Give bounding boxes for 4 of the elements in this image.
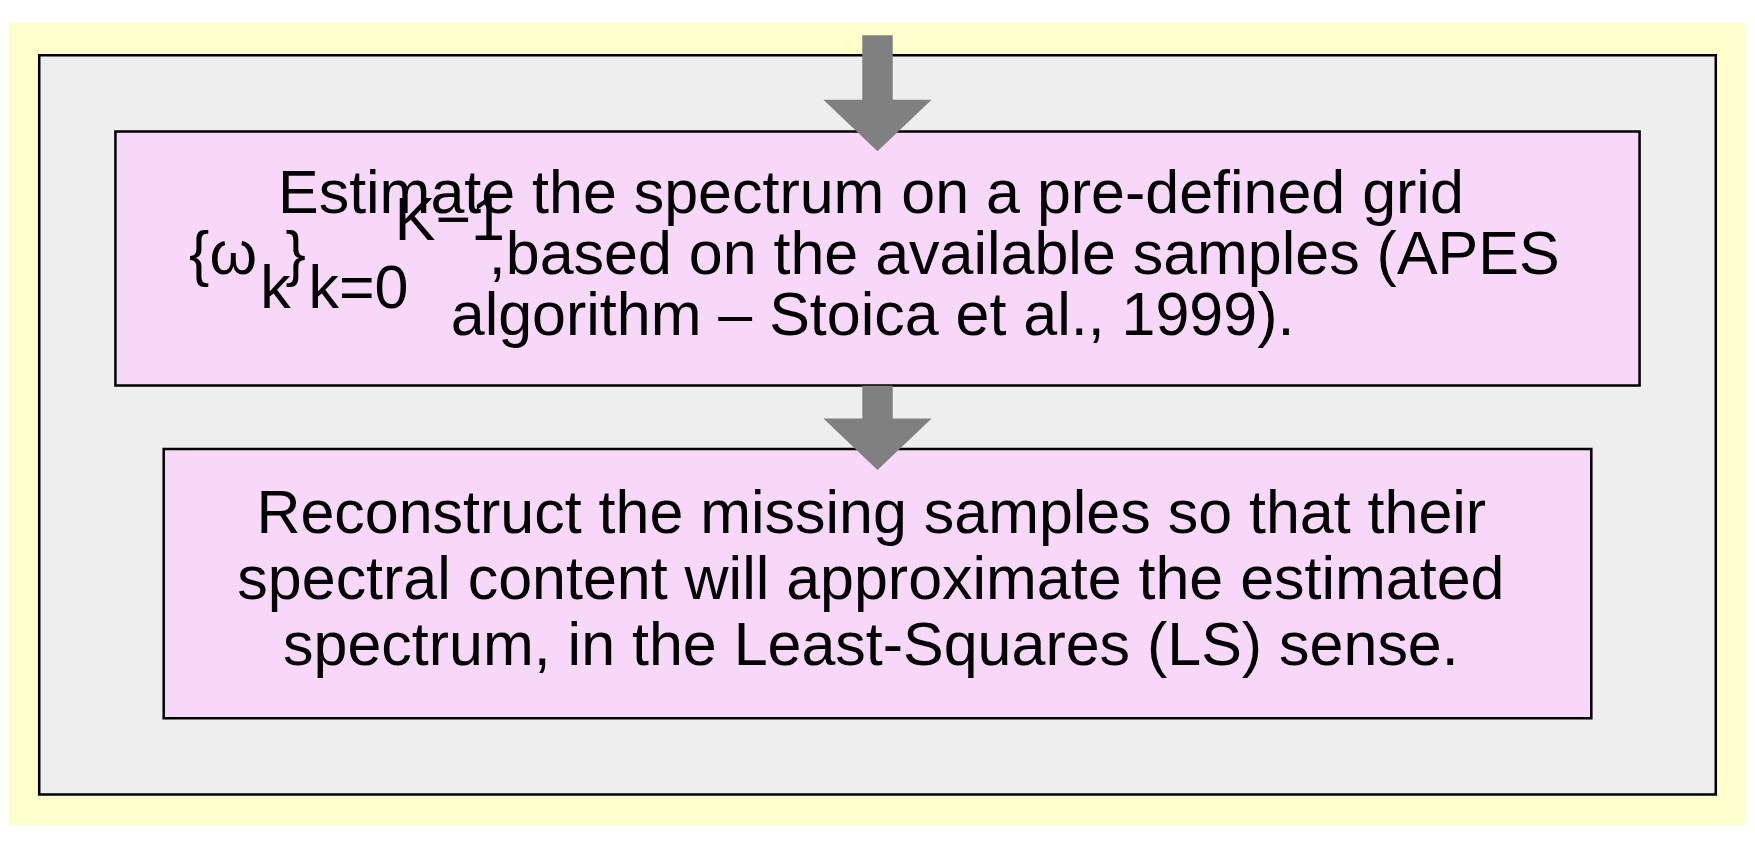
arrow <box>823 34 932 151</box>
node-box: Reconstruct the missing samples so that their spectral content will approximate the estimated spectrum, in the Least-Squares (LS) sense. <box>162 447 1593 720</box>
arrow <box>823 385 932 470</box>
cluster <box>37 53 1718 796</box>
